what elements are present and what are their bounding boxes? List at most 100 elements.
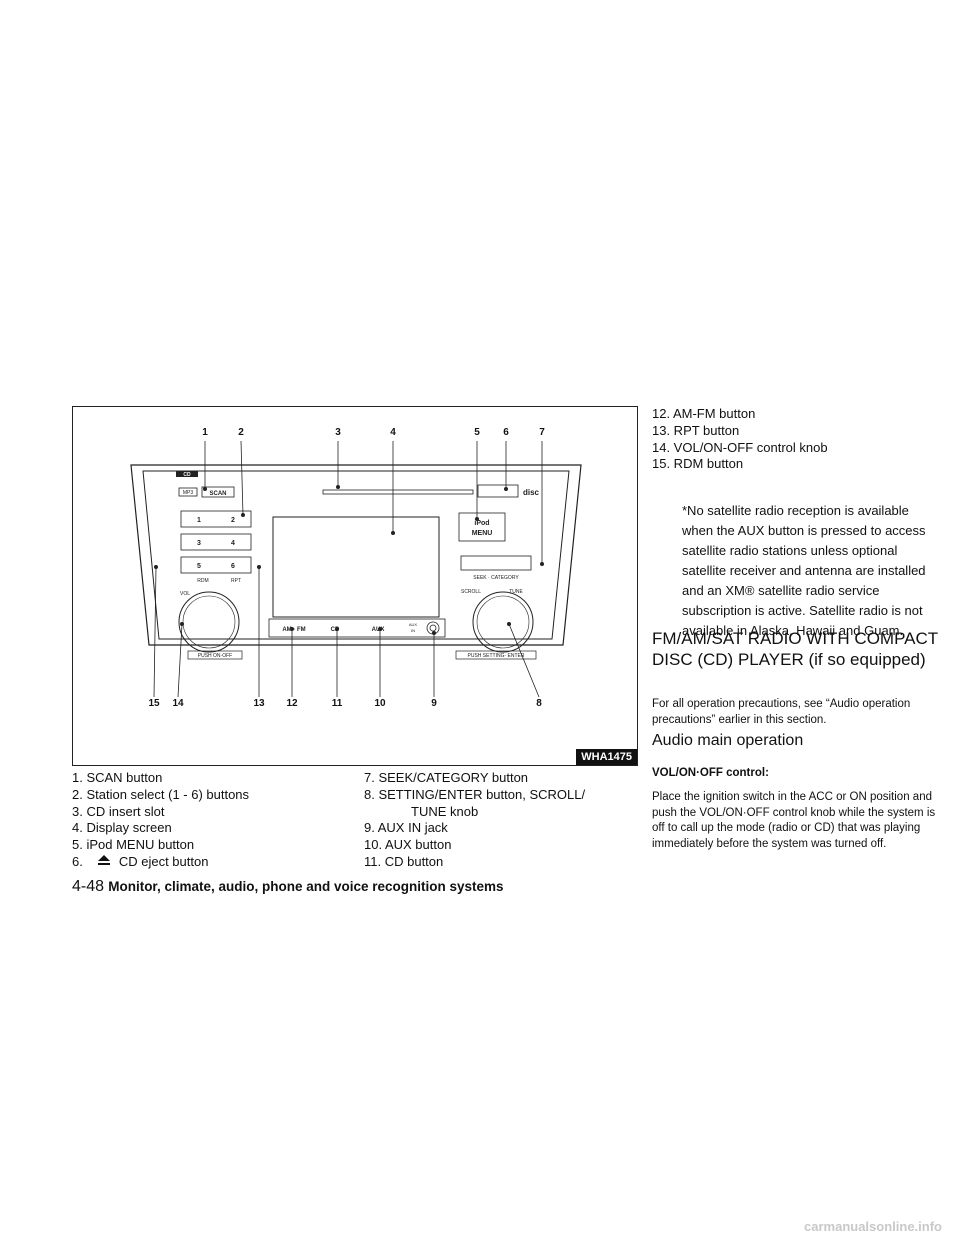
- panel-label-am-fm: AM · FM: [282, 627, 305, 633]
- satellite-note: *No satellite radio reception is availab…: [682, 503, 926, 638]
- panel-label-aux-in-1: AUX: [409, 622, 418, 627]
- callout-number: 8: [536, 698, 542, 709]
- list-item: 4. Display screen: [72, 820, 172, 836]
- list-item-text: 10. AUX button: [364, 837, 452, 853]
- section-title: FM/AM/SAT RADIO WITH COMPACT DISC (CD) P…: [652, 629, 938, 669]
- panel-label-cd: CD: [331, 627, 340, 633]
- preset-button-5-6: [180, 556, 252, 574]
- cd-insert-slot: [322, 489, 474, 495]
- chapter-title: Monitor, climate, audio, phone and voice…: [108, 879, 504, 894]
- panel-label-btn-5: 5: [197, 563, 201, 570]
- tune-knob: [472, 591, 534, 653]
- callout-dot: [390, 531, 395, 536]
- list-item-number: 6.: [72, 853, 83, 869]
- eject-icon: [97, 854, 111, 867]
- panel-label-cd-logo: CD: [183, 472, 191, 478]
- panel-label-btn-3: 3: [197, 540, 201, 547]
- list-item-text: 8. SETTING/ENTER button, SCROLL/: [364, 786, 586, 802]
- panel-label-mp3: MP3: [183, 490, 194, 496]
- list-item-text: 11. CD button: [364, 853, 444, 869]
- legend-list-right: 12. AM-FM button 13. RPT button 14. VOL/…: [652, 406, 828, 473]
- panel-label-scroll: SCROLL: [461, 589, 481, 595]
- list-item: 13. RPT button: [652, 422, 740, 438]
- callout-number: 14: [172, 698, 184, 709]
- vol-knob: [178, 591, 240, 653]
- callout-number: 2: [238, 427, 244, 438]
- list-item: 9. AUX IN jack: [364, 820, 585, 837]
- subheading: Audio main operation: [652, 732, 804, 749]
- panel-label-scan: SCAN: [209, 491, 226, 497]
- list-item: 15. RDM button: [652, 456, 744, 472]
- callout-line: [177, 623, 183, 698]
- callout-number: 5: [474, 427, 480, 438]
- panel-label-vol: VOL: [180, 591, 190, 597]
- source-buttons-row: [268, 618, 446, 638]
- list-item: 10. AUX button: [364, 837, 585, 854]
- panel-label-push-on-off: PUSH ON·OFF: [198, 653, 232, 659]
- legend-list-left: 1. SCAN button 2. Station select (1 - 6)…: [72, 770, 249, 871]
- list-item-text: 7. SEEK/CATEGORY button: [364, 770, 529, 785]
- panel-label-btn-4: 4: [231, 540, 235, 547]
- callout-line: [153, 566, 157, 698]
- list-item-text: 9. AUX IN jack: [364, 820, 448, 836]
- callout-number: 3: [335, 427, 341, 438]
- list-item-text: CD eject button: [118, 853, 209, 869]
- panel-label-seek-category: SEEK · CATEGORY: [473, 575, 519, 581]
- panel-label-push-setting-enter: PUSH SETTING· ENTER: [468, 653, 525, 659]
- page-footer: 4-48 Monitor, climate, audio, phone and …: [72, 878, 504, 896]
- callout-dot: [539, 561, 544, 566]
- page-number: 4-48: [72, 878, 105, 895]
- scan-button: [201, 486, 235, 498]
- callout-dot: [202, 487, 207, 492]
- panel-label-disc: disc: [523, 488, 540, 497]
- callout-number: 15: [148, 698, 160, 709]
- cd-logo-mark: [176, 471, 198, 477]
- panel-label-btn-6: 6: [231, 563, 235, 570]
- list-item: 8. SETTING/ENTER button, SCROLL/TUNE kno…: [364, 787, 585, 821]
- callout-number: 12: [286, 698, 298, 709]
- vol-control-label: VOL/ON·OFF control:: [652, 767, 769, 779]
- watermark: carmanualsonline.info: [804, 1219, 942, 1234]
- seek-button: [460, 555, 532, 571]
- callout-number: 13: [253, 698, 265, 709]
- panel-label-aux-in-2: IN: [411, 628, 415, 633]
- callout-number: 9: [431, 698, 437, 709]
- callout-number: 7: [539, 427, 545, 438]
- list-item: 1. SCAN button: [72, 770, 163, 785]
- panel-label-aux: AUX: [372, 627, 385, 633]
- mp3-badge: [178, 487, 198, 497]
- callout-line: [508, 623, 540, 698]
- panel-label-rpt: RPT: [231, 578, 241, 584]
- list-item: 11. CD button: [364, 854, 585, 871]
- list-item: 7. SEEK/CATEGORY button: [364, 770, 585, 787]
- callout-number: 10: [374, 698, 386, 709]
- callout-line: [240, 440, 244, 516]
- callout-dot: [256, 564, 261, 569]
- preset-button-3-4: [180, 533, 252, 551]
- legend-list-middle: 7. SEEK/CATEGORY button 8. SETTING/ENTER…: [364, 770, 585, 871]
- callout-dot: [334, 626, 339, 631]
- callout-dot: [431, 630, 436, 635]
- callout-dot: [289, 626, 294, 631]
- callout-dot: [377, 626, 382, 631]
- panel-label-tune: TUNE: [509, 589, 523, 595]
- list-item: 3. CD insert slot: [72, 803, 165, 819]
- callout-dot: [503, 487, 508, 492]
- panel-label-btn-2: 2: [231, 517, 235, 524]
- panel-label-ipod: iPod: [474, 520, 489, 527]
- callout-dot: [240, 513, 245, 518]
- list-item: 5. iPod MENU button: [72, 837, 195, 853]
- ipod-menu-button: [458, 512, 506, 542]
- display-screen: [272, 516, 440, 618]
- callout-dot: [335, 485, 340, 490]
- callout-number: 6: [503, 427, 509, 438]
- list-item: 12. AM-FM button: [652, 406, 756, 421]
- callout-dot: [506, 621, 511, 626]
- callout-dot: [474, 517, 479, 522]
- callout-dot: [154, 564, 159, 569]
- callout-number: 11: [332, 698, 343, 709]
- preset-button-1-2: [180, 510, 252, 528]
- precaution-text: For all operation precautions, see “Audi…: [652, 698, 911, 726]
